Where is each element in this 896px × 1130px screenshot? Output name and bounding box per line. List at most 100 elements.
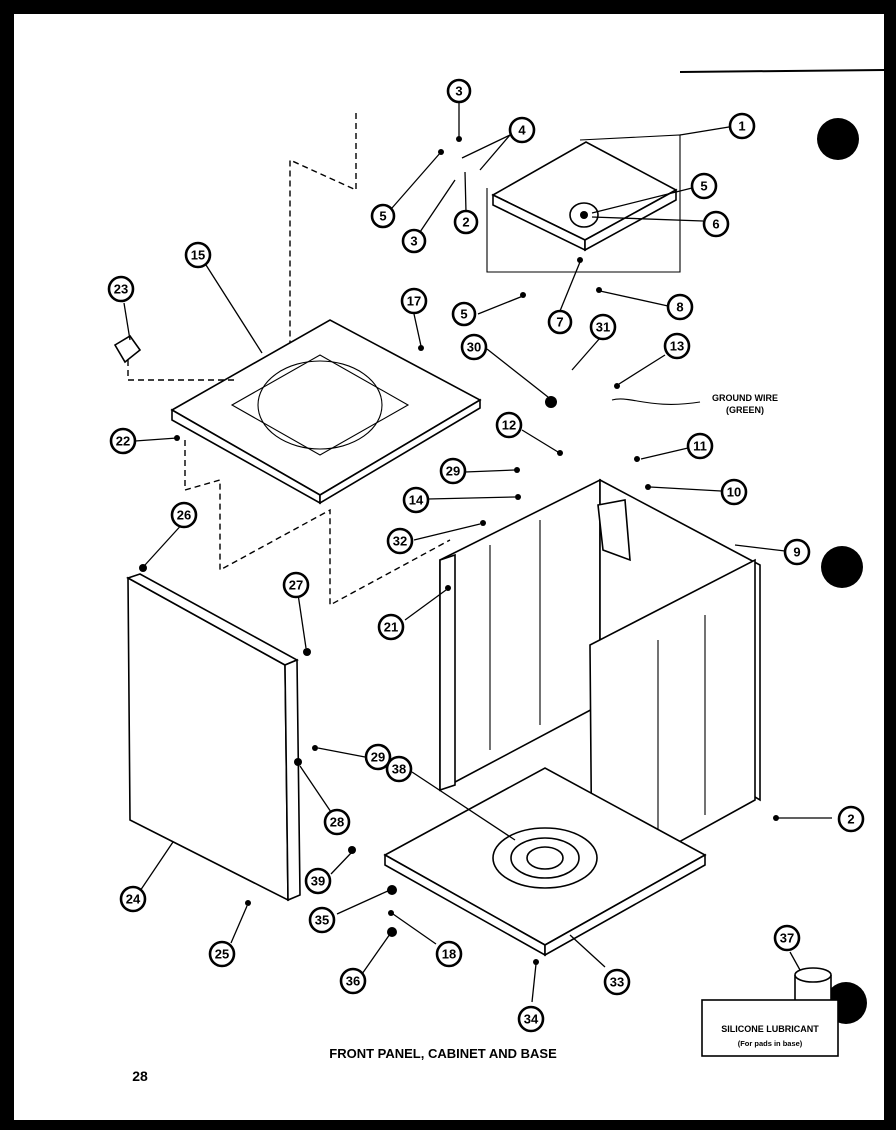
callout-13: 13 [663, 332, 691, 360]
svg-text:3: 3 [410, 234, 417, 249]
svg-text:24: 24 [126, 892, 141, 907]
callout-2: 2 [453, 209, 479, 235]
callout-17: 17 [400, 287, 428, 315]
callout-4: 4 [508, 116, 536, 144]
scan-right-edge [884, 0, 896, 1130]
callout-18: 18 [435, 940, 463, 968]
callout-38: 38 [385, 755, 413, 783]
svg-text:21: 21 [384, 620, 398, 635]
callout-32: 32 [386, 527, 414, 555]
top-panel-guide-dash [184, 440, 451, 607]
base-side-edge [544, 853, 706, 957]
callout-5: 5 [370, 203, 396, 229]
callout-37: 37 [773, 924, 801, 952]
callout-29b: 29 [364, 743, 392, 771]
svg-text:11: 11 [693, 439, 707, 454]
scan-left-edge [0, 0, 14, 1130]
callout-30: 30 [460, 333, 488, 361]
svg-text:9: 9 [793, 545, 800, 560]
callout-22: 22 [109, 427, 137, 455]
top-panel-opening [257, 360, 383, 450]
svg-text:3: 3 [455, 84, 462, 99]
knob-center [580, 211, 588, 219]
callout-6: 6 [702, 210, 730, 238]
callout-15: 15 [184, 241, 212, 269]
svg-text:5: 5 [460, 307, 467, 322]
callout-14: 14 [402, 486, 430, 514]
callout-33: 33 [603, 968, 631, 996]
svg-text:4: 4 [518, 123, 526, 138]
callout-26: 26 [170, 501, 198, 529]
svg-text:7: 7 [556, 315, 563, 330]
svg-text:2: 2 [847, 812, 854, 827]
callout-3: 3 [446, 78, 472, 104]
callout-24: 24 [119, 885, 147, 913]
front-panel-face [127, 576, 289, 902]
top-panel-side-edge [319, 398, 481, 505]
svg-text:29: 29 [371, 750, 385, 765]
callout-2b: 2 [837, 805, 865, 833]
hinge-guide-dash [289, 113, 357, 420]
svg-text:33: 33 [610, 975, 624, 990]
top-cover-side-edge [584, 188, 677, 252]
callout-28: 28 [323, 808, 351, 836]
callout-10: 10 [720, 478, 748, 506]
callout-5b: 5 [690, 172, 718, 200]
callout-12: 12 [495, 411, 523, 439]
page-number: 28 [132, 1068, 148, 1084]
base-hub-center [526, 846, 564, 870]
callout-25: 25 [208, 940, 236, 968]
svg-text:29: 29 [446, 464, 460, 479]
svg-text:26: 26 [177, 508, 191, 523]
svg-text:37: 37 [780, 931, 794, 946]
svg-text:22: 22 [116, 434, 130, 449]
part-23-clip [113, 334, 142, 364]
svg-text:15: 15 [191, 248, 205, 263]
svg-text:32: 32 [393, 534, 407, 549]
bracket-part-1 [486, 134, 681, 273]
callout-36: 36 [339, 967, 367, 995]
binder-hole-middle [821, 546, 863, 588]
svg-text:5: 5 [700, 179, 707, 194]
svg-text:28: 28 [330, 815, 344, 830]
cabinet-inner-bracket [597, 499, 631, 562]
binder-hole-top [817, 118, 859, 160]
lubricant-label-box [701, 999, 839, 1057]
callout-11: 11 [686, 432, 714, 460]
front-panel-side-edge [284, 658, 301, 902]
lubricant-title: SILICONE LUBRICANT [721, 1024, 819, 1034]
svg-text:25: 25 [215, 947, 229, 962]
svg-text:35: 35 [315, 913, 329, 928]
svg-text:6: 6 [712, 217, 719, 232]
svg-text:27: 27 [289, 578, 303, 593]
svg-text:12: 12 [502, 418, 516, 433]
top-panel-opening-frame [230, 354, 410, 456]
svg-text:13: 13 [670, 339, 684, 354]
callout-29: 29 [439, 457, 467, 485]
svg-text:1: 1 [738, 119, 745, 134]
svg-text:14: 14 [409, 493, 424, 508]
callout-5c: 5 [451, 301, 477, 327]
callout-7: 7 [547, 309, 573, 335]
cabinet-left-flange [439, 553, 456, 792]
svg-text:2: 2 [462, 215, 469, 230]
hardware-dots [139, 136, 779, 965]
callout-31: 31 [589, 313, 617, 341]
ground-wire-label: GROUND WIRE [712, 393, 778, 403]
svg-text:38: 38 [392, 762, 406, 777]
scan-mark [679, 69, 885, 73]
svg-text:30: 30 [467, 340, 481, 355]
svg-text:34: 34 [524, 1012, 539, 1027]
scan-top-edge [0, 0, 896, 14]
svg-text:36: 36 [346, 974, 360, 989]
callout-23: 23 [107, 275, 135, 303]
cabinet-back-left-wall [439, 478, 601, 792]
callout-35: 35 [308, 906, 336, 934]
ground-wire [611, 398, 701, 405]
callout-21: 21 [377, 613, 405, 641]
callout-8: 8 [666, 293, 694, 321]
callout-1: 1 [728, 112, 756, 140]
svg-text:39: 39 [311, 874, 325, 889]
svg-text:10: 10 [727, 485, 741, 500]
